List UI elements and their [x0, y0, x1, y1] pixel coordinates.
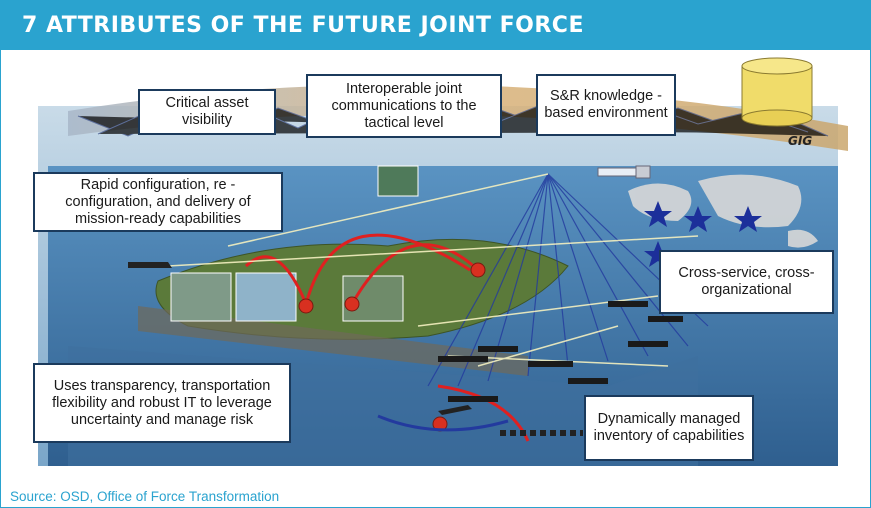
satellite-icon	[597, 165, 651, 179]
callout-cross-service: Cross-service, cross-organizational	[659, 250, 834, 314]
source-note: Source: OSD, Office of Force Transformat…	[10, 489, 280, 504]
callout-snr: S&R knowledge - based environment	[536, 74, 676, 136]
underwater-link	[377, 414, 509, 432]
figure-title: 7 ATTRIBUTES OF THE FUTURE JOINT FORCE	[22, 13, 584, 38]
callout-transparency: Uses transparency, transportation flexib…	[33, 363, 291, 443]
callout-rapid-config: Rapid configuration, re - configuration,…	[33, 172, 283, 232]
callout-inventory: Dynamically managed inventory of capabil…	[584, 395, 754, 461]
terrain-front	[138, 306, 528, 376]
callout-critical-asset: Critical asset visibility	[138, 89, 276, 135]
photo-thumbnails	[170, 165, 419, 322]
star-markers	[644, 201, 762, 267]
figure-header: 7 ATTRIBUTES OF THE FUTURE JOINT FORCE	[0, 0, 871, 50]
gig-database-icon	[741, 57, 813, 127]
callout-interoperable: Interoperable joint communications to th…	[306, 74, 502, 138]
gig-label: GIG	[788, 134, 813, 148]
ships	[438, 301, 683, 402]
world-map	[628, 174, 818, 248]
